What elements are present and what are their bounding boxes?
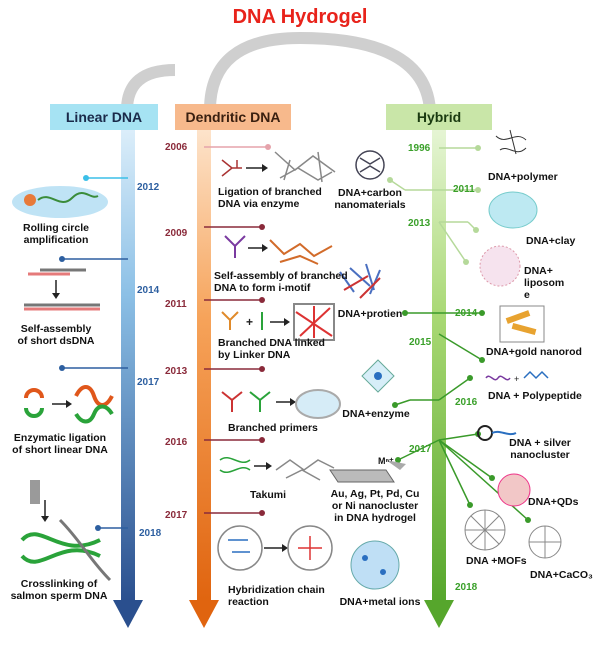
dendritic-year: 2011 <box>165 299 187 310</box>
caco3-icon <box>528 525 562 559</box>
dendritic-item-label: Self-assembly of branched DNA to form i-… <box>214 270 348 294</box>
dendritic-item-label: Takumi <box>250 489 286 501</box>
dendritic-item-label: Hybridization chain reaction <box>228 584 325 608</box>
metal-ion-label: Mⁿ⁺ <box>378 456 394 466</box>
gold-nanorod-icon <box>499 305 545 343</box>
ligation-icon <box>24 385 114 424</box>
metal-ions-icon <box>350 540 400 590</box>
linear-year: 2012 <box>137 182 160 193</box>
branched-primers-icon <box>221 389 341 419</box>
liposome-icon <box>479 245 521 287</box>
dendritic-year: 2013 <box>165 366 188 377</box>
protein-icon <box>339 263 381 299</box>
hybrid-year: 2018 <box>455 582 478 593</box>
hybrid-item-label: Au, Ag, Pt, Pd, Cu or Ni nanocluster in … <box>330 488 420 524</box>
hybrid-year: 1996 <box>408 143 431 154</box>
dendritic-arrow <box>189 128 219 628</box>
clay-icon <box>488 191 538 229</box>
linear-item-label: Crosslinking of salmon sperm DNA <box>10 578 108 602</box>
dendritic-year: 2017 <box>165 510 188 521</box>
hybrid-header: Hybrid <box>386 104 492 130</box>
hybrid-item-label: DNA+gold nanorod <box>486 346 582 358</box>
hybrid-year: 2017 <box>409 444 432 455</box>
svg-text:+: + <box>514 374 519 384</box>
dendritic-dna-header: Dendritic DNA <box>175 104 291 130</box>
nanocluster-icon <box>329 460 406 483</box>
hybrid-item-label: DNA+protien <box>337 308 403 320</box>
hybrid-item-label: DNA+clay <box>526 235 576 247</box>
carbon-icon <box>355 150 385 180</box>
dendritic-item-label: Branched DNA linked by Linker DNA <box>218 337 325 361</box>
hybrid-item-label: DNA+enzyme <box>342 408 410 420</box>
hybrid-item-label: DNA+polymer <box>488 171 558 183</box>
enzyme-icon <box>361 359 395 393</box>
hybrid-arrow <box>424 128 454 628</box>
qds-icon <box>497 473 531 507</box>
linear-year: 2017 <box>137 377 160 388</box>
linear-arrow <box>113 128 143 628</box>
dendritic-item-label: Branched primers <box>228 422 318 434</box>
linear-dna-header: Linear DNA <box>50 104 158 130</box>
hybrid-item-label: DNA +MOFs <box>466 555 527 567</box>
hybrid-item-label: DNA+metal ions <box>339 596 421 608</box>
linear-item-label: Rolling circle amplification <box>23 222 89 246</box>
linear-year: 2014 <box>137 285 160 296</box>
dendritic-year: 2016 <box>165 437 188 448</box>
imotif-icon <box>224 235 333 265</box>
linear-year: 2018 <box>139 528 162 539</box>
linear-item-label: Enzymatic ligation of short linear DNA <box>12 432 108 456</box>
hybrid-item-label: DNA+ liposom e <box>524 265 565 301</box>
polypeptide-icon: + <box>485 370 549 384</box>
dendritic-year: 2006 <box>165 142 188 153</box>
hybrid-item-label: DNA + silver nanocluster <box>509 437 571 461</box>
silver-icon <box>477 425 517 441</box>
takumi-icon <box>219 457 335 481</box>
hybrid-item-label: DNA + Polypeptide <box>488 390 582 402</box>
dendritic-item-label: Ligation of branched DNA via enzyme <box>218 186 322 210</box>
rca-icon <box>12 186 108 218</box>
mofs-icon <box>464 509 506 551</box>
salmon-dna-icon <box>20 480 112 582</box>
linear-item-label: Self-assembly of short dsDNA <box>17 323 95 347</box>
linker-dna-icon: + <box>221 303 335 341</box>
hybrid-item-label: DNA+CaCO₃ <box>530 569 593 581</box>
hybrid-item-label: DNA+carbon nanomaterials <box>334 187 406 211</box>
hybrid-year: 2014 <box>455 308 478 319</box>
hybrid-year: 2013 <box>408 218 431 229</box>
svg-text:+: + <box>246 315 253 329</box>
dendritic-year: 2009 <box>165 228 188 239</box>
hcr-icon <box>217 525 333 571</box>
polymer-icon <box>495 129 527 155</box>
hybrid-year: 2011 <box>453 184 475 195</box>
connecting-arc <box>121 31 436 111</box>
dsdna-icon <box>24 268 100 311</box>
hybrid-year: 2016 <box>455 397 478 408</box>
ligation-branched-icon <box>221 151 336 183</box>
hybrid-year: 2015 <box>409 337 432 348</box>
page-title: DNA Hydrogel <box>232 6 368 28</box>
hybrid-item-label: DNA+QDs <box>528 496 579 508</box>
